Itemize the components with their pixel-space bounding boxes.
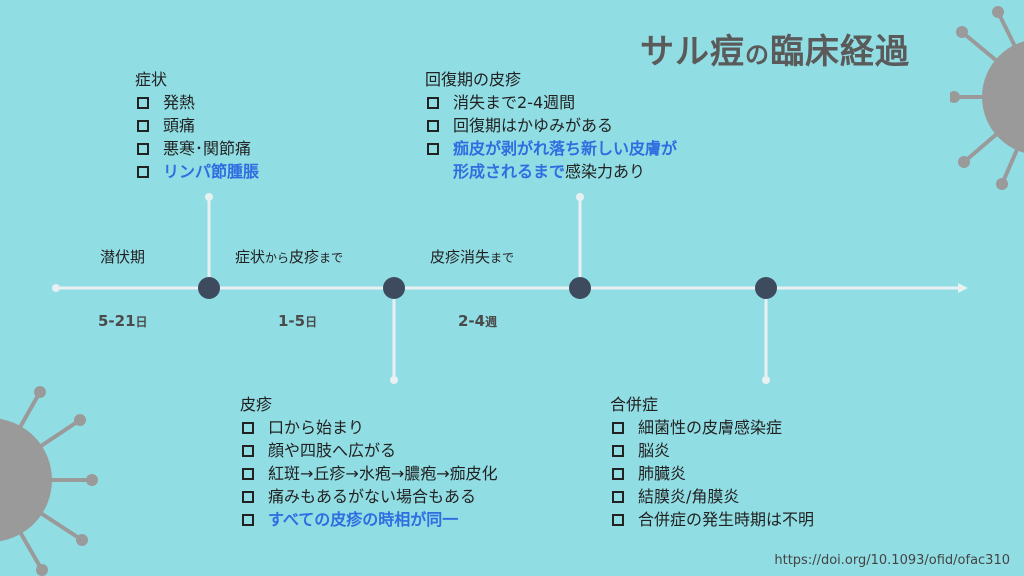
rash-heading: 皮疹 <box>240 395 273 414</box>
complications-list: 細菌性の皮膚感染症 脳炎 肺臓炎 結膜炎/角膜炎 合併症の発生時期は不明 <box>610 416 814 531</box>
list-item: リンパ節腫脹 <box>135 160 259 183</box>
virus-icon <box>0 386 98 576</box>
source-citation: https://doi.org/10.1093/ofid/ofac310 <box>774 553 1010 568</box>
duration-rash-clearing: 2-4週 <box>458 312 498 330</box>
title-main: サル痘 <box>640 32 745 72</box>
timeline-node <box>569 277 591 299</box>
title-particle: の <box>745 41 770 69</box>
list-item: 痂皮が剥がれ落ち新しい皮膚が 形成されるまで感染力あり <box>425 137 677 183</box>
list-item: 頭痛 <box>135 114 259 137</box>
recovery-highlight-line2: 形成されるまで <box>453 162 566 181</box>
list-item: 悪寒･関節痛 <box>135 137 259 160</box>
list-item: 発熱 <box>135 91 259 114</box>
timeline-start <box>52 284 60 292</box>
virus-icon <box>950 6 1024 190</box>
phase-label-incubation: 潜伏期 <box>100 248 146 266</box>
duration-symptom-to-rash: 1-5日 <box>278 312 318 330</box>
phase-label-rash-clearing: 皮疹消失まで <box>430 248 515 266</box>
timeline-node <box>755 277 777 299</box>
list-item: 顔や四肢へ広がる <box>240 439 498 462</box>
list-item: 痛みもあるがない場合もある <box>240 485 498 508</box>
complications-heading: 合併症 <box>610 395 659 414</box>
timeline-arrowhead <box>958 283 968 293</box>
rash-block: 皮疹 口から始まり 顔や四肢へ広がる 紅斑→丘疹→水疱→膿疱→痂皮化 痛みもある… <box>240 393 498 531</box>
symptoms-block: 症状 発熱 頭痛 悪寒･関節痛 リンパ節腫脹 <box>135 68 259 183</box>
symptoms-heading: 症状 <box>135 70 168 89</box>
duration-incubation: 5-21日 <box>98 312 148 330</box>
page-title: サル痘の臨床経過 <box>640 24 910 73</box>
recovery-rest-line2: 感染力あり <box>565 162 646 181</box>
recovery-list: 消失まで2-4週間 回復期はかゆみがある 痂皮が剥がれ落ち新しい皮膚が 形成され… <box>425 91 677 183</box>
list-item: 肺臓炎 <box>610 462 814 485</box>
list-item: 回復期はかゆみがある <box>425 114 677 137</box>
list-item: 脳炎 <box>610 439 814 462</box>
rash-list: 口から始まり 顔や四肢へ広がる 紅斑→丘疹→水疱→膿疱→痂皮化 痛みもあるがない… <box>240 416 498 531</box>
title-rest: 臨床経過 <box>770 32 910 72</box>
symptoms-list: 発熱 頭痛 悪寒･関節痛 リンパ節腫脹 <box>135 91 259 183</box>
list-item: 合併症の発生時期は不明 <box>610 508 814 531</box>
list-item: 細菌性の皮膚感染症 <box>610 416 814 439</box>
list-item: 結膜炎/角膜炎 <box>610 485 814 508</box>
list-item: 口から始まり <box>240 416 498 439</box>
recovery-heading: 回復期の皮疹 <box>425 70 522 89</box>
recovery-highlight-line1: 痂皮が剥がれ落ち新しい皮膚が <box>453 139 678 158</box>
list-item: 紅斑→丘疹→水疱→膿疱→痂皮化 <box>240 462 498 485</box>
recovery-block: 回復期の皮疹 消失まで2-4週間 回復期はかゆみがある 痂皮が剥がれ落ち新しい皮… <box>425 68 677 183</box>
complications-block: 合併症 細菌性の皮膚感染症 脳炎 肺臓炎 結膜炎/角膜炎 合併症の発生時期は不明 <box>610 393 814 531</box>
list-item: すべての皮疹の時相が同一 <box>240 508 498 531</box>
timeline-node <box>383 277 405 299</box>
list-item: 消失まで2-4週間 <box>425 91 677 114</box>
timeline-node <box>198 277 220 299</box>
phase-label-symptom-to-rash: 症状から皮疹まで <box>235 248 344 266</box>
